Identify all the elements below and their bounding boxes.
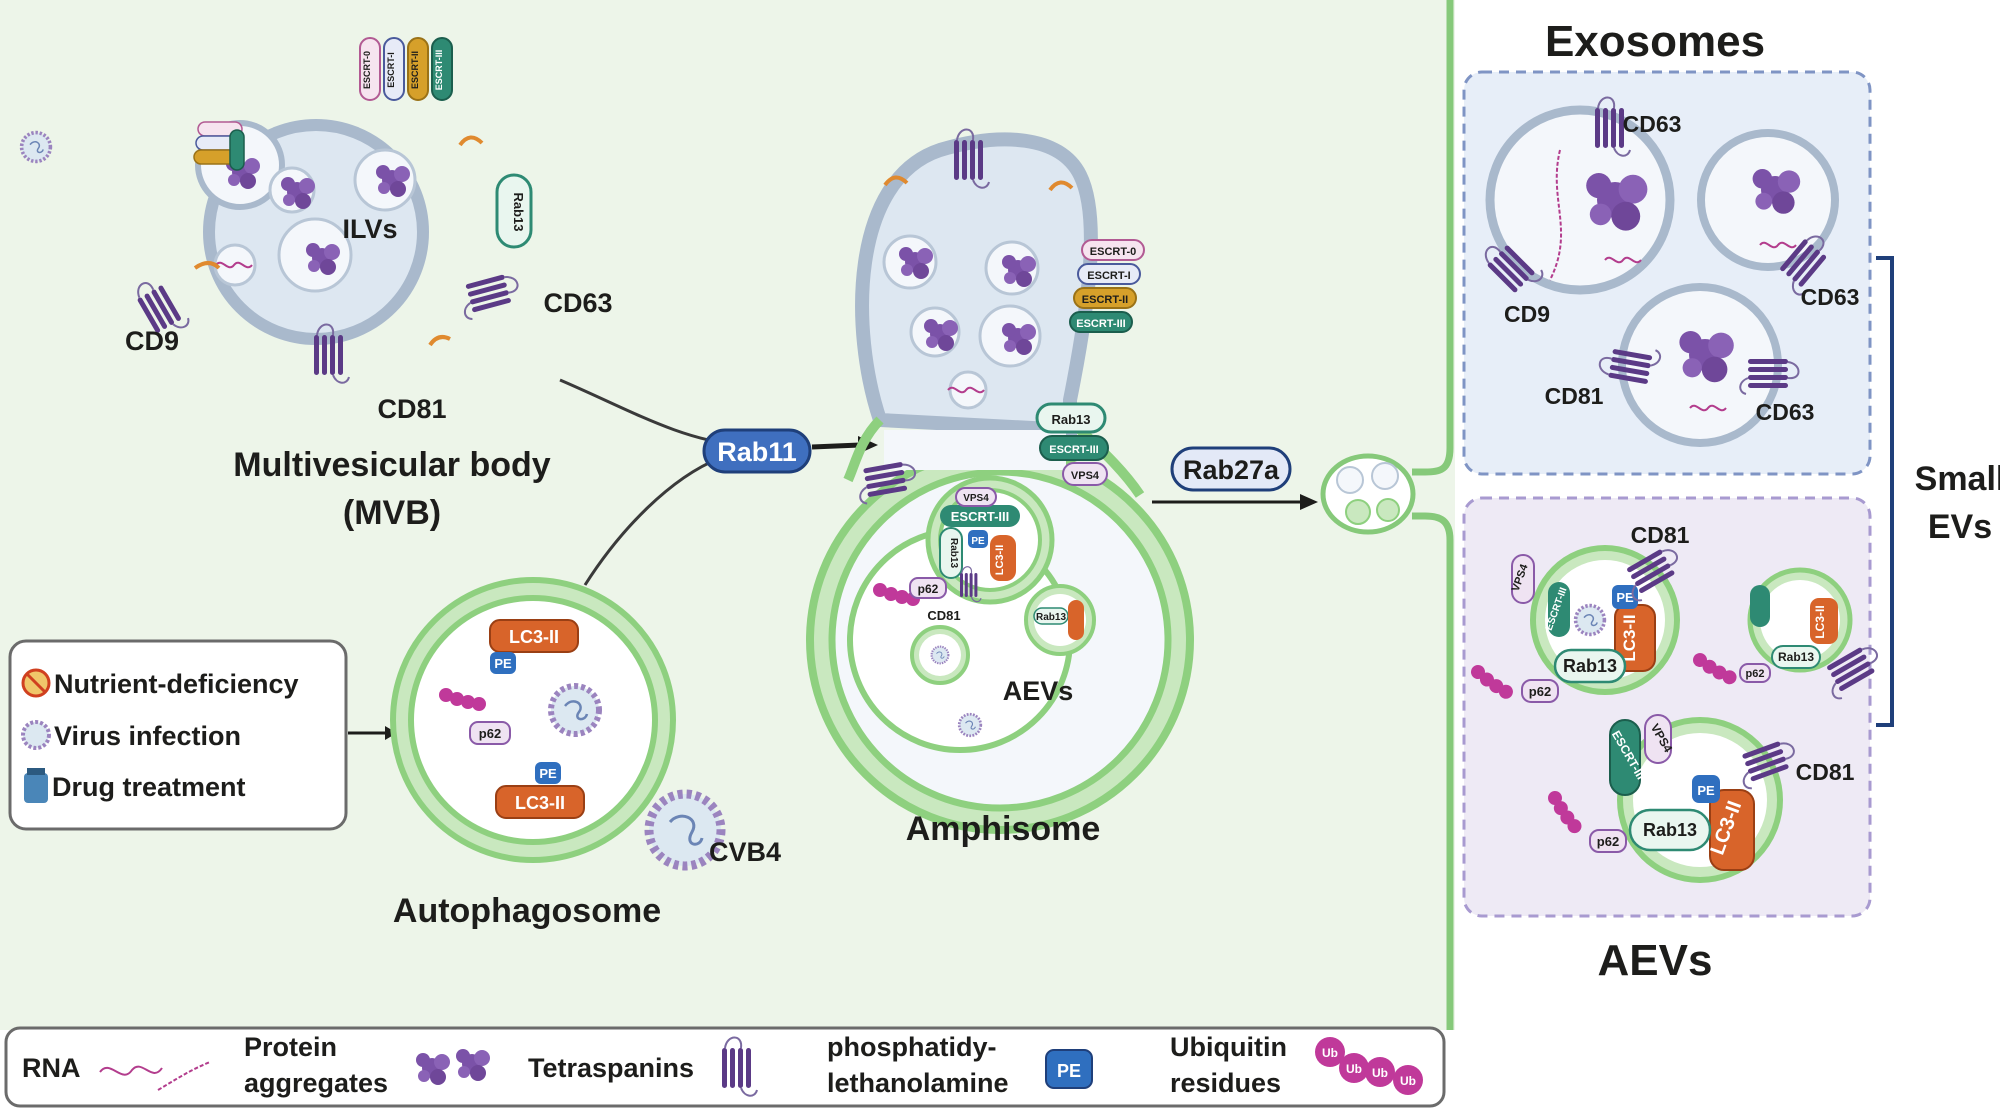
exo-cd63-b: CD63 [1801, 284, 1860, 310]
legend-ub-2: Ub [1346, 1062, 1362, 1076]
exo-cd9: CD9 [1504, 301, 1550, 327]
stimulus-virus: Virus infection [54, 721, 241, 751]
amph-rab13-inner: Rab13 [948, 538, 959, 568]
small-evs-label-1: Small [1915, 460, 2000, 498]
amph-rab13-small: Rab13 [1036, 612, 1066, 623]
legend: RNA Protein aggregates Tetraspanins phos… [4, 1026, 1446, 1108]
mvb-title-2: (MVB) [343, 494, 441, 532]
cvb4-label: CVB4 [709, 837, 781, 867]
legend-pe-2: lethanolamine [827, 1068, 1009, 1098]
amph-escrt3-inner: ESCRT-III [951, 509, 1010, 524]
virus-icon [19, 130, 53, 164]
amph-escrt-stack: ESCRT-0 ESCRT-I ESCRT-II ESCRT-III [1069, 239, 1145, 333]
aev1-cd81: CD81 [1631, 522, 1690, 548]
aev1-rab13: Rab13 [1563, 656, 1617, 676]
mvb-cd81-label: CD81 [377, 394, 446, 424]
mvb-ilvs-label: ILVs [342, 214, 397, 244]
mvb-escrt-2: ESCRT-II [410, 51, 420, 89]
mvb-escrt-1: ESCRT-I [386, 52, 396, 88]
aev3-pe: PE [1697, 783, 1715, 798]
auto-lc3-top: LC3-II [509, 627, 559, 647]
mvb-escrt-3: ESCRT-III [434, 50, 444, 91]
aev2-rab13: Rab13 [1778, 650, 1814, 664]
multivesicular-body: ESCRT-0 ESCRT-I ESCRT-II ESCRT-III Rab13… [125, 37, 613, 532]
legend-ubi-1: Ubiquitin [1170, 1032, 1287, 1062]
aev2-p62: p62 [1746, 668, 1765, 680]
exosomes-title: Exosomes [1545, 17, 1765, 66]
legend-protein-1: Protein [244, 1032, 337, 1062]
mvb-rab13: Rab13 [511, 192, 526, 231]
mvb-escrt-0: ESCRT-0 [362, 51, 372, 89]
aev3-cd81: CD81 [1796, 759, 1855, 785]
legend-ub-chain: Ub Ub Ub Ub [1315, 1037, 1423, 1095]
aev3-p62: p62 [1597, 834, 1619, 849]
mvb-cd9-label: CD9 [125, 326, 179, 356]
stimulus-nutrient: Nutrient-deficiency [54, 669, 299, 699]
auto-lc3-bottom: LC3-II [515, 793, 565, 813]
autophagosome: LC3-II PE LC3-II PE p62 CVB4 Autophagoso… [390, 577, 781, 930]
legend-rna: RNA [22, 1053, 81, 1083]
amph-pe-inner: PE [971, 536, 985, 547]
legend-ub-3: Ub [1372, 1066, 1388, 1080]
rab11-label: Rab11 [717, 437, 797, 467]
rab27a-label: Rab27a [1183, 455, 1280, 485]
rab11-pill [702, 428, 812, 474]
auto-pe-bottom: PE [539, 766, 557, 781]
small-evs-bracket [1876, 256, 1894, 727]
aev1-p62: p62 [1529, 684, 1551, 699]
rab27a-pill [1170, 446, 1292, 492]
mvb-cd63-label: CD63 [543, 288, 612, 318]
legend-ub-4: Ub [1400, 1074, 1416, 1088]
drug-icon [24, 773, 48, 803]
legend-ub-1: Ub [1322, 1046, 1338, 1060]
amph-escrt1: ESCRT-I [1087, 270, 1130, 282]
amph-vps4-inner: VPS4 [963, 493, 989, 504]
auto-pe-top: PE [494, 656, 512, 671]
amph-vps4-outer: VPS4 [1071, 470, 1100, 482]
amphisome: ESCRT-0 ESCRT-I ESCRT-II ESCRT-III Rab13… [806, 128, 1194, 848]
amph-p62: p62 [918, 582, 939, 596]
amph-title: Amphisome [906, 810, 1101, 848]
amph-lc3-inner: LC3-II [994, 545, 1006, 576]
auto-to-rab11-curve [583, 456, 721, 586]
legend-tetra: Tetraspanins [528, 1053, 694, 1083]
mvb-title: Multivesicular body [233, 446, 550, 484]
exo-cd63-a: CD63 [1623, 111, 1682, 137]
amph-escrt3-outer: ESCRT-III [1049, 444, 1099, 456]
rab11-arrow [811, 442, 861, 450]
exo-cd81: CD81 [1545, 383, 1604, 409]
aev3-rab13: Rab13 [1643, 820, 1697, 840]
aev1-lc3: LC3-II [1620, 614, 1639, 661]
amph-escrt2: ESCRT-II [1082, 294, 1128, 306]
legend-protein-2: aggregates [244, 1068, 388, 1098]
stimulus-drug: Drug treatment [52, 772, 246, 802]
amph-escrt3-upper: ESCRT-III [1076, 318, 1126, 330]
small-evs-label-2: EVs [1928, 508, 1992, 546]
aev1-pe: PE [1616, 590, 1634, 605]
aev-vesicles: ESCRT-III VPS4 LC3-II PE Rab13 CD81 p62 … [1465, 522, 1889, 883]
mvb-escrt-stack-small [193, 121, 245, 171]
auto-title: Autophagosome [393, 892, 661, 930]
aev2-lc3: LC3-II [1813, 605, 1827, 638]
legend-pe-1: phosphatidy- [827, 1032, 997, 1062]
release-bleb [1320, 453, 1416, 535]
legend-ubi-2: residues [1170, 1068, 1281, 1098]
exosome-vesicles: CD63 CD9 CD63 CD81 CD63 [1478, 96, 1860, 447]
amph-rab13-outer: Rab13 [1051, 412, 1090, 427]
amph-aevs-label: AEVs [1003, 676, 1074, 706]
legend-pe-badge: PE [1057, 1061, 1081, 1081]
amph-cd81: CD81 [927, 608, 960, 623]
plasma-membrane [1412, 0, 1454, 1030]
auto-p62: p62 [479, 726, 501, 741]
stimuli-box: Nutrient-deficiency Virus infection Drug… [8, 130, 348, 831]
amph-escrt0: ESCRT-0 [1090, 246, 1136, 258]
aevs-title: AEVs [1598, 936, 1713, 985]
exo-cd63-c: CD63 [1756, 399, 1815, 425]
mvb-escrt-stack: ESCRT-0 ESCRT-I ESCRT-II ESCRT-III [359, 37, 453, 101]
